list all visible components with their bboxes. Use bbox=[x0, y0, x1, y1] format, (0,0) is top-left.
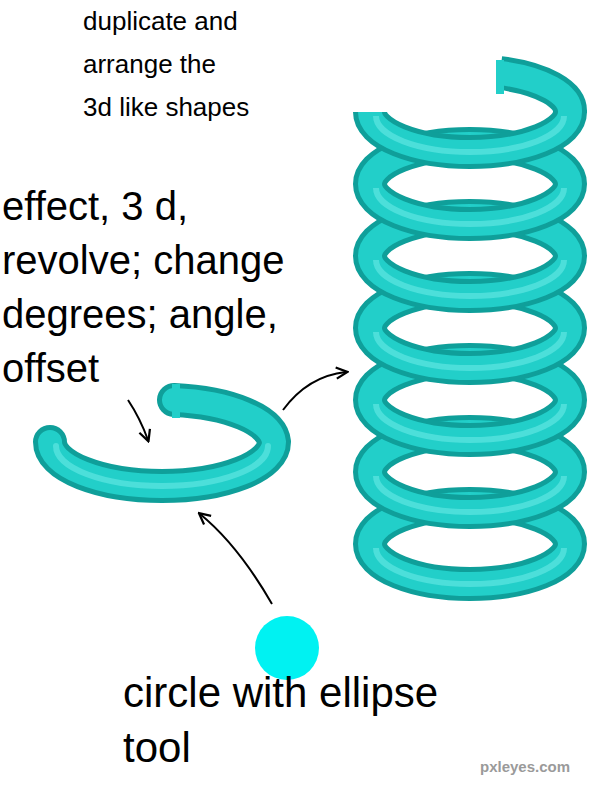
coil-highlight bbox=[376, 476, 564, 512]
coil-highlight bbox=[376, 404, 564, 440]
coil-highlight bbox=[376, 116, 564, 152]
step-note: circle with ellipse tool bbox=[123, 665, 453, 775]
coil-end bbox=[496, 60, 504, 94]
leader-arrow bbox=[128, 400, 148, 440]
coil-highlight bbox=[376, 188, 564, 224]
coil-ring bbox=[370, 73, 570, 152]
watermark: pxleyes.com bbox=[480, 757, 595, 777]
spring-coil bbox=[370, 60, 570, 584]
revolved-ring bbox=[50, 384, 274, 486]
coil-highlight bbox=[376, 260, 564, 296]
coil-ring bbox=[370, 73, 570, 152]
leader-arrow bbox=[200, 514, 272, 604]
step-note: duplicate and arrange the 3d like shapes bbox=[83, 0, 251, 129]
coil-highlight bbox=[376, 548, 564, 584]
coil-highlight bbox=[376, 332, 564, 368]
step-note: effect, 3 d, revolve; change degrees; an… bbox=[2, 179, 302, 395]
leader-arrow bbox=[283, 372, 346, 410]
